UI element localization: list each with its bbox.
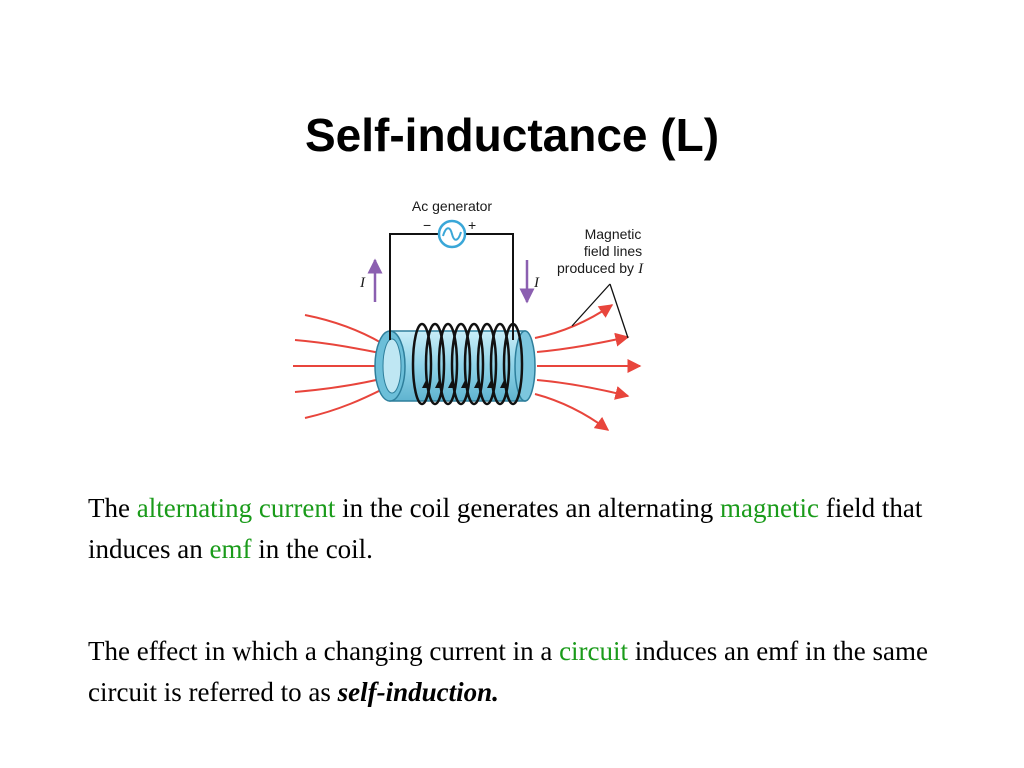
plus-sign: + <box>468 217 476 233</box>
ac-generator-label: Ac generator <box>412 198 492 214</box>
term-emf: emf <box>209 534 252 564</box>
term-alternating-current: alternating current <box>136 493 336 523</box>
winding <box>489 322 511 406</box>
winding <box>424 322 446 406</box>
slide-title: Self-inductance (L) <box>304 109 720 161</box>
current-label-right: I <box>533 275 540 291</box>
term-magnetic: magnetic <box>719 493 819 523</box>
field-caption-line1: Magnetic <box>585 226 642 242</box>
winding <box>463 322 485 406</box>
term-self-induction: self-induction. <box>337 677 499 707</box>
field-line <box>534 393 610 431</box>
field-line <box>304 387 386 419</box>
winding-direction-arrows <box>422 380 508 388</box>
field-line <box>294 377 386 393</box>
paragraph-self-induction: The effect in which a changing current i… <box>88 636 928 707</box>
field-caption-line2: field lines <box>584 243 642 259</box>
circuit-wires <box>389 233 514 340</box>
current-label-left: I <box>359 275 366 291</box>
winding <box>411 322 433 406</box>
field-line <box>304 314 386 346</box>
paragraph-alternating-current: The alternating current in the coil gene… <box>88 493 923 564</box>
field-lines-right <box>534 304 642 431</box>
coil-windings <box>411 322 524 406</box>
winding <box>476 322 498 406</box>
field-line <box>534 304 614 339</box>
term-circuit: circuit <box>559 636 629 666</box>
ac-generator-icon <box>437 219 467 249</box>
caption-pointer-lines <box>571 283 629 339</box>
winding <box>437 322 459 406</box>
field-line <box>294 339 386 355</box>
winding <box>450 322 472 406</box>
field-line <box>536 379 630 400</box>
field-lines-left <box>293 314 386 419</box>
field-line <box>536 332 630 353</box>
minus-sign: − <box>423 217 431 233</box>
